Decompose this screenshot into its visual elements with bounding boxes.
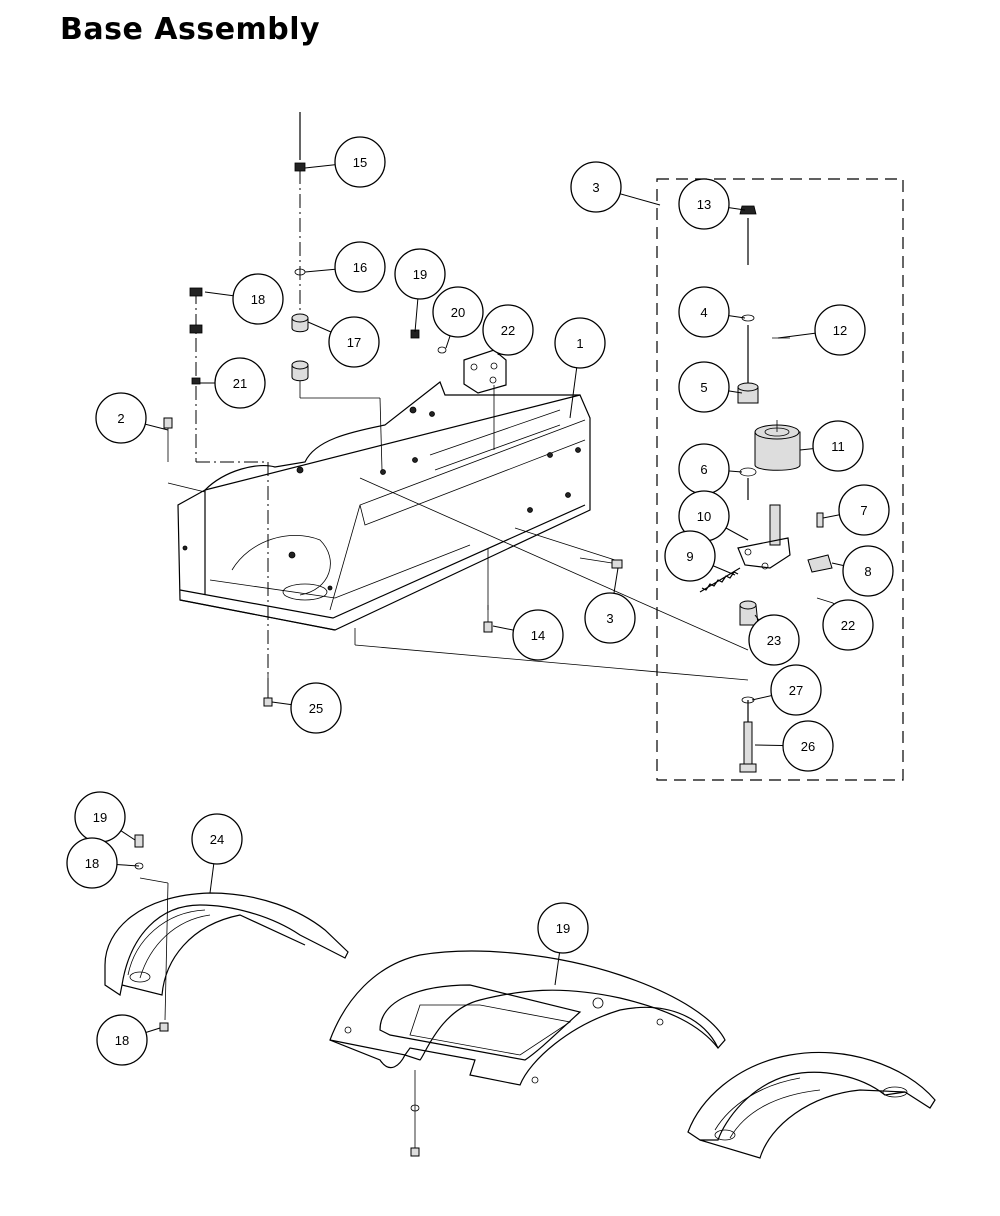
callout-circle-22: [822, 599, 874, 651]
callout-label-27: 27: [789, 683, 803, 698]
callout-circle-5: [678, 361, 730, 413]
callout-label-22: 22: [501, 323, 515, 338]
subassembly-boundary: [656, 178, 904, 781]
callout-label-11: 11: [831, 439, 845, 454]
callout-label-7: 7: [860, 503, 867, 518]
center-fender: [329, 950, 726, 1157]
callout-label-15: 15: [353, 155, 367, 170]
callout-circle-8: [842, 545, 894, 597]
callout-circle-15: [334, 136, 386, 188]
page-title: Base Assembly: [60, 12, 321, 47]
callout-label-6: 6: [700, 462, 707, 477]
callout-circle-4: [678, 286, 730, 338]
callout-circle-3: [570, 161, 622, 213]
callout-circle-23: [748, 614, 800, 666]
callout-label-19: 19: [413, 267, 427, 282]
callout-label-10: 10: [697, 509, 711, 524]
callout-circle-25: [290, 682, 342, 734]
callout-circle-20: [432, 286, 484, 338]
callout-label-14: 14: [531, 628, 545, 643]
callout-label-18: 18: [251, 292, 265, 307]
callout-label-21: 21: [233, 376, 247, 391]
callout-circle-7: [838, 484, 890, 536]
callout-label-20: 20: [451, 305, 465, 320]
callout-circle-19: [394, 248, 446, 300]
callout-label-24: 24: [210, 832, 224, 847]
callout-circle-21: [214, 357, 266, 409]
callout-circle-27: [770, 664, 822, 716]
callout-circle-22: [482, 304, 534, 356]
callout-circle-13: [678, 178, 730, 230]
callout-circle-24: [191, 813, 243, 865]
callout-circle-1: [554, 317, 606, 369]
callout-label-18: 18: [115, 1033, 129, 1048]
right-fender: [687, 1051, 936, 1159]
callout-label-5: 5: [700, 380, 707, 395]
callout-label-23: 23: [767, 633, 781, 648]
callout-group: 1516181917202122123134125116710982223314…: [66, 136, 894, 1066]
callout-label-16: 16: [353, 260, 367, 275]
callout-circle-19: [537, 902, 589, 954]
callout-circle-18: [66, 837, 118, 889]
callout-circle-11: [812, 420, 864, 472]
callout-label-3: 3: [606, 611, 613, 626]
callout-label-25: 25: [309, 701, 323, 716]
callout-circle-14: [512, 609, 564, 661]
callout-circle-12: [814, 304, 866, 356]
center-lines: [167, 112, 749, 1150]
callout-label-18: 18: [85, 856, 99, 871]
callout-label-8: 8: [864, 564, 871, 579]
callout-label-1: 1: [576, 336, 583, 351]
base-frame: [177, 381, 591, 631]
callout-circle-26: [782, 720, 834, 772]
callout-circle-9: [664, 530, 716, 582]
callout-label-19: 19: [93, 810, 107, 825]
callout-label-13: 13: [697, 197, 711, 212]
callout-circle-3: [584, 592, 636, 644]
callout-label-3: 3: [592, 180, 599, 195]
callout-label-17: 17: [347, 335, 361, 350]
callout-label-12: 12: [833, 323, 847, 338]
callout-label-9: 9: [686, 549, 693, 564]
callout-label-26: 26: [801, 739, 815, 754]
callout-label-19: 19: [556, 921, 570, 936]
callout-label-2: 2: [117, 411, 124, 426]
callout-circle-18: [232, 273, 284, 325]
callout-circle-16: [334, 241, 386, 293]
callout-label-4: 4: [700, 305, 707, 320]
callout-circle-2: [95, 392, 147, 444]
callout-label-22: 22: [841, 618, 855, 633]
left-fender: [104, 834, 349, 1032]
assembly-lines: [139, 380, 749, 1021]
callout-circle-17: [328, 316, 380, 368]
callout-circle-18: [96, 1014, 148, 1066]
